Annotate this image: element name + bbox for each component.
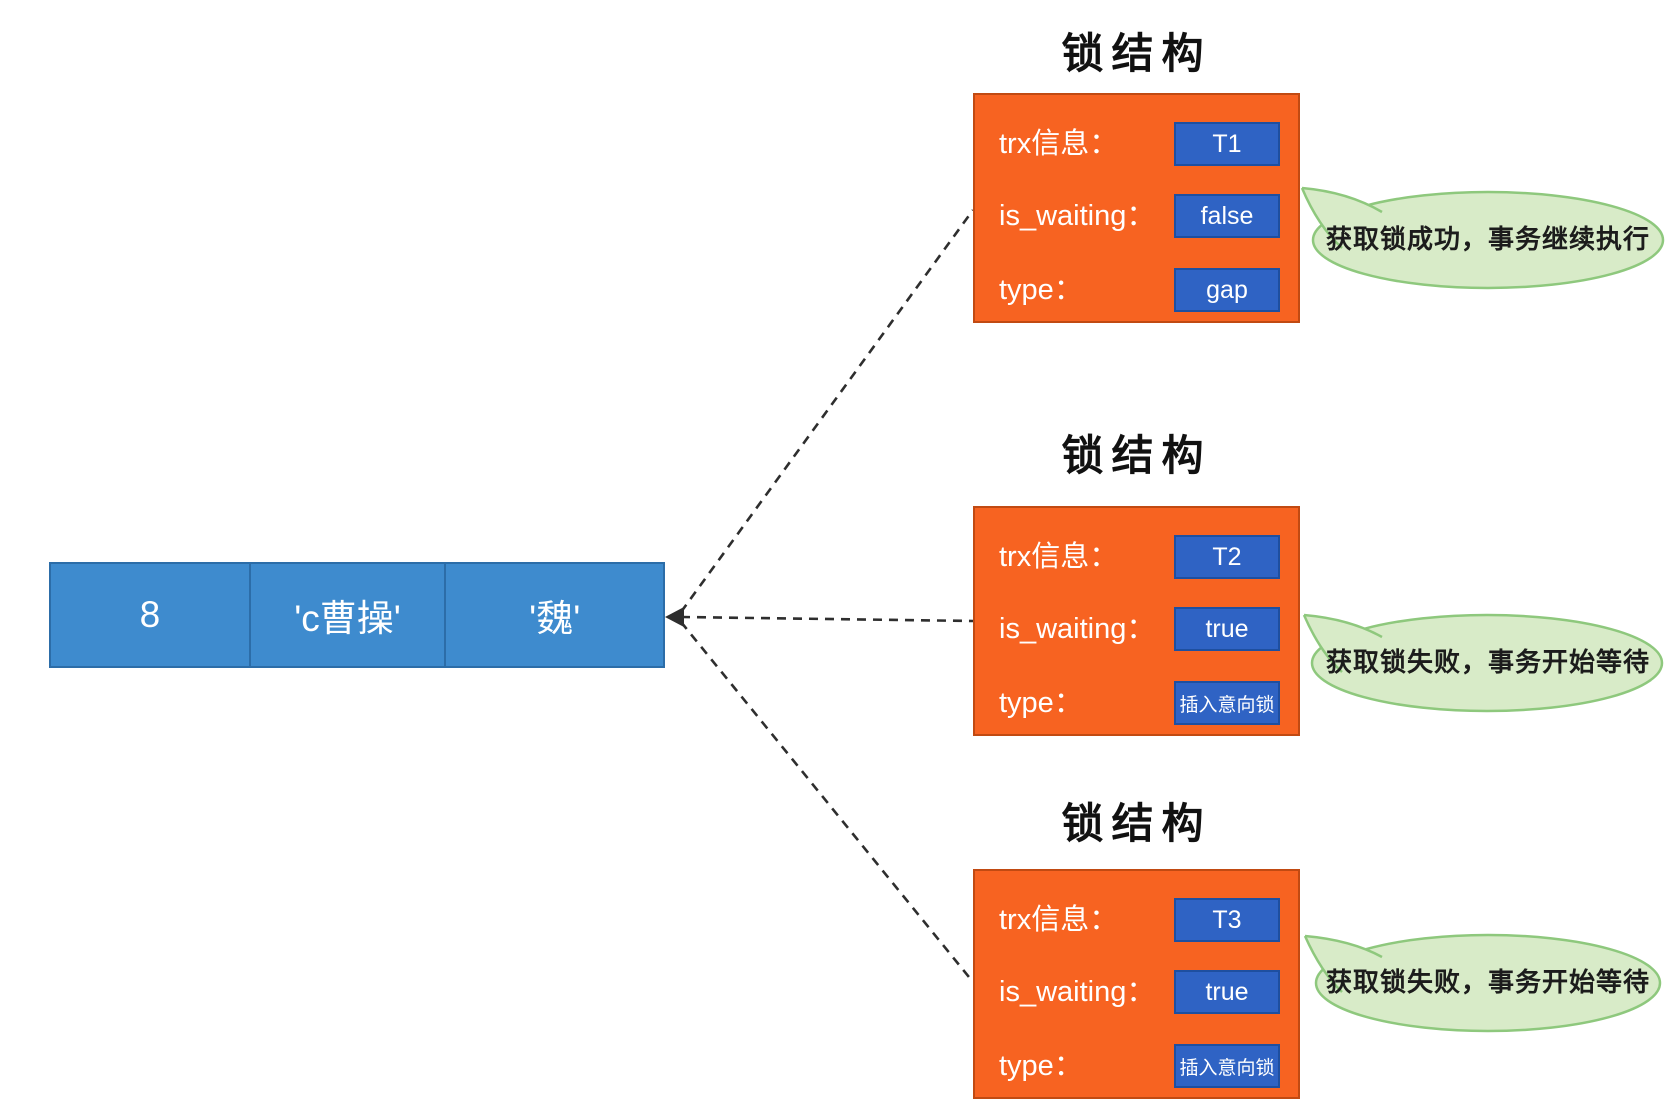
field-label-is-waiting: is_waiting： [999,613,1156,645]
field-label-trx: trx信息： [999,541,1119,573]
lock-structure-box-1: trx信息： T1 is_waiting： false type： gap [973,93,1300,323]
dashed-connector-top [679,209,975,613]
bubble-note-3: 获取锁失败，事务开始等待 [1325,968,1650,997]
speech-bubble-1 [1300,186,1665,290]
field-value-trx: T2 [1174,535,1280,579]
field-value-type: 插入意向锁 [1174,1044,1280,1088]
left-arrowhead-icon [665,607,684,627]
record-cell-country: '魏' [529,598,581,639]
field-label-is-waiting: is_waiting： [999,976,1156,1008]
field-label-type: type： [999,1050,1083,1082]
lock-structure-box-2: trx信息： T2 is_waiting： true type： 插入意向锁 [973,506,1300,736]
speech-bubble-2 [1302,613,1664,713]
field-label-type: type： [999,274,1083,306]
field-value-is-waiting: true [1174,970,1280,1014]
field-label-type: type： [999,687,1083,719]
speech-bubble-3 [1303,933,1662,1033]
lock-structure-title-3: 锁结构 [1061,802,1212,848]
field-label-trx: trx信息： [999,904,1119,936]
lock-structure-title-2: 锁结构 [1061,434,1212,480]
field-label-trx: trx信息： [999,128,1119,160]
bubble-note-1: 获取锁成功，事务继续执行 [1325,225,1650,254]
record-cell-id: 8 [51,564,251,666]
field-value-trx: T1 [1174,122,1280,166]
bubble-note-2: 获取锁失败，事务开始等待 [1325,648,1650,677]
field-value-type: gap [1174,268,1280,312]
lock-structure-box-3: trx信息： T3 is_waiting： true type： 插入意向锁 [973,869,1300,1099]
record-cell-name: 'c曹操' [251,564,447,666]
field-label-is-waiting: is_waiting： [999,200,1156,232]
field-value-is-waiting: false [1174,194,1280,238]
dashed-connector-bottom [679,621,975,983]
field-value-is-waiting: true [1174,607,1280,651]
record-row: 8 'c曹操' '魏' [49,562,665,668]
lock-structure-title-1: 锁结构 [1061,32,1212,78]
field-value-trx: T3 [1174,898,1280,942]
field-value-type: 插入意向锁 [1174,681,1280,725]
dashed-connector-middle [680,615,974,623]
